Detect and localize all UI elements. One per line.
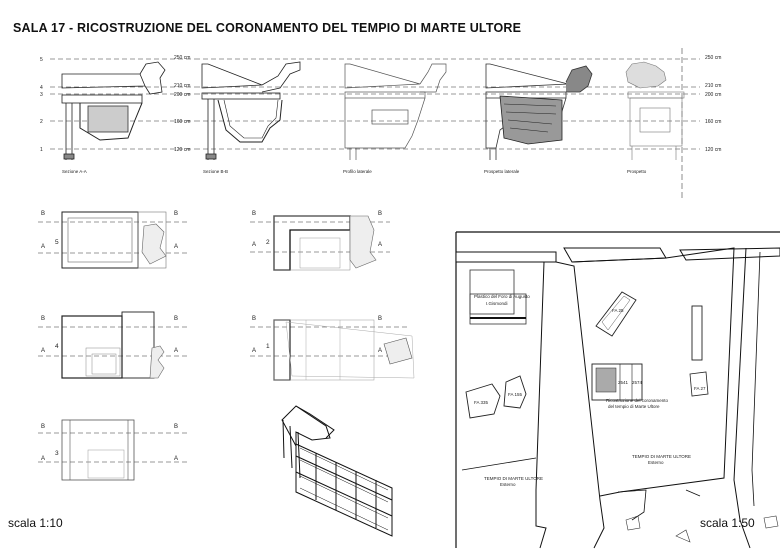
section-mark-a: A [174,348,178,354]
section-mark-b: B [378,316,382,322]
level-height: 210 cm [705,83,721,89]
section-mark-b: B [41,424,45,430]
level-numbers: 5 4 3 2 1 [40,57,43,153]
level-number: 3 [40,92,43,98]
temple-left-sub: Esterno [500,482,516,487]
reconstruction-label-2: del tempio di Marte Ultore [608,404,660,409]
level-height: 210 cm [174,83,190,89]
section-mark-a: A [41,244,45,250]
section-mark-a: A [174,456,178,462]
section-mark-a: A [378,242,382,248]
elevation-caption: Prospetto laterale [484,169,520,174]
level-height: 160 cm [705,119,721,125]
plan-number: 4 [55,343,59,350]
section-mark-b: B [41,316,45,322]
temple-left-label: TEMPIO DI MARTE ULTORE [484,476,543,481]
fragment-label: 2574 [632,380,643,385]
plan-number: 5 [55,239,59,246]
axonometric-frame [281,405,393,537]
plan-3 [38,419,190,481]
level-height: 250 cm [705,55,721,61]
fragment-label: FA 335 [474,400,489,405]
level-height: 120 cm [174,147,190,153]
section-mark-b: B [41,211,45,217]
plan-number: 2 [266,239,270,246]
elevation-section-aa [61,61,166,160]
plastico-label: Plastico del Foro di Augusto [474,294,530,299]
elevation-side-front [485,63,593,160]
section-mark-b: B [174,316,178,322]
section-mark-b: B [174,424,178,430]
section-mark-a: A [378,348,382,354]
section-mark-a: A [41,348,45,354]
level-number: 4 [40,85,43,91]
elevation-caption: Sezione A-A [62,169,87,174]
level-number: 5 [40,57,43,63]
level-height: 160 cm [174,119,190,125]
level-height: 200 cm [705,92,721,98]
elevation-caption: Profilo laterale [343,169,372,174]
site-plan [455,231,780,549]
elevation-front [625,48,685,198]
level-number: 1 [40,147,43,153]
plastico-author: I.Gismondi [486,301,508,306]
reconstruction-label: Ricostruzione del coronamento [606,398,669,403]
section-mark-a: A [174,244,178,250]
elevation-caption: Prospetto [627,169,647,174]
page-title: SALA 17 - RICOSTRUZIONE DEL CORONAMENTO … [13,21,522,35]
fragment-label: FA 27 [694,386,706,391]
temple-label: TEMPIO DI MARTE ULTORE [632,454,691,459]
fragment-label: FA 25 [612,308,624,313]
section-mark-a: A [41,456,45,462]
scale-label-left: scala 1:10 [8,516,63,530]
section-mark-b: B [252,211,256,217]
level-height: 250 cm [174,55,190,61]
plan-5 [38,211,190,269]
elevation-section-bb [201,61,301,160]
section-mark-b: B [378,211,382,217]
elevation-caption: Sezione B-B [203,169,228,174]
section-mark-b: B [174,211,178,217]
section-mark-b: B [252,316,256,322]
section-mark-a: A [252,348,256,354]
level-number: 2 [40,119,43,125]
level-height: 200 cm [174,92,190,98]
level-lines [50,58,700,150]
fragment-label: FA 155 [508,392,523,397]
plan-1 [250,319,415,381]
section-mark-a: A [252,242,256,248]
level-heights-middle: 250 cm 210 cm 200 cm 160 cm 120 cm [174,55,190,153]
level-height: 120 cm [705,147,721,153]
level-heights-right: 250 cm 210 cm 200 cm 160 cm 120 cm [705,55,721,153]
plan-number: 3 [55,450,59,457]
temple-sub: Esterno [648,460,664,465]
plan-2 [250,215,390,271]
plan-number: 1 [266,343,270,350]
scale-label-right: scala 1:50 [700,516,755,530]
fragment-label: 2541 [618,380,629,385]
elevation-profile [344,63,447,160]
plan-4 [38,311,190,379]
